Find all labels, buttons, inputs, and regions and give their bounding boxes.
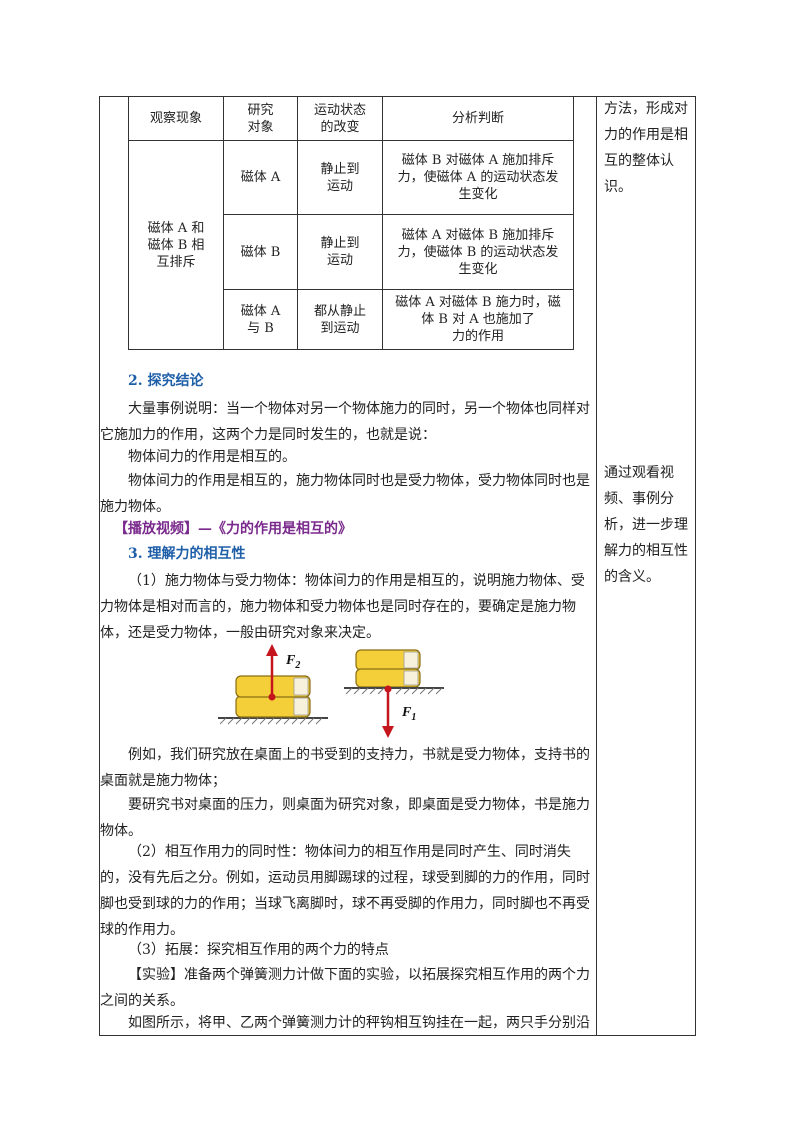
sec3-p3: 要研究书对桌面的压力，则桌面为研究对象，即桌面是受力物体，书是施力物体。 (100, 797, 590, 839)
sec3-heading: 3. 理解力的相互性 (128, 546, 246, 562)
svg-text:F2: F2 (285, 653, 300, 671)
th-change: 运动状态 的改变 (297, 96, 383, 141)
f2-label: F (285, 653, 296, 668)
row1-analysis: 磁体 B 对磁体 A 施加排斥 力，使磁体 A 的运动状态发 生变化 (382, 140, 574, 215)
left-table-hatch (219, 717, 323, 725)
row2-change: 静止到 运动 (297, 214, 383, 290)
observation-table: 观察现象 研究 对象 运动状态 的改变 分析判断 磁体 A 和 磁体 B 相 互… (128, 96, 574, 350)
sec3-p2: 例如，我们研究放在桌面上的书受到的支持力，书就是受力物体，支持书的桌面就是施力物… (100, 747, 590, 789)
side-note-2: 通过观看视频、事例分析，进一步理解力的相互性的含义。 (604, 465, 688, 585)
f1-arrow-head (382, 726, 394, 738)
sec2-p1: 大量事例说明：当一个物体对另一个物体施力的同时，另一个物体也同样对它施加力的作用… (100, 401, 590, 443)
sec2-p2: 物体间力的作用是相互的。 (128, 449, 296, 465)
row1-change: 静止到 运动 (297, 140, 383, 215)
sec3-p1: （1）施力物体与受力物体：物体间力的作用是相互的，说明施力物体、受力物体是相对而… (100, 573, 585, 641)
sec2-p3: 物体间力的作用是相互的，施力物体同时也是受力物体，受力物体同时也是施力物体。 (100, 473, 590, 515)
f2-arrow-head (266, 644, 278, 656)
svg-text:F1: F1 (401, 705, 416, 723)
phenomenon-cell: 磁体 A 和 磁体 B 相 互排斥 (128, 140, 224, 350)
sec3-p5: （3）拓展：探究相互作用的两个力的特点 (128, 942, 389, 958)
sec2-heading: 2. 探究结论 (128, 373, 204, 389)
row3-change: 都从静止 到运动 (297, 289, 383, 350)
f2-subscript: 2 (294, 660, 300, 671)
sec3-p6: 【实验】准备两个弹簧测力计做下面的实验，以拓展探究相互作用的两个力之间的关系。 (100, 967, 590, 1009)
sec3-p7: 如图所示，将甲、乙两个弹簧测力计的秤钩相互钩挂在一起，两只手分别沿 (128, 1015, 590, 1031)
row2-object: 磁体 B (223, 214, 298, 290)
side-note-1: 方法，形成对力的作用是相互的整体认识。 (604, 101, 688, 195)
f1-label: F (401, 705, 412, 720)
f2-origin-dot (268, 693, 276, 701)
right-table-hatch (345, 687, 443, 695)
row3-analysis: 磁体 A 对磁体 B 施力时，磁 体 B 对 A 也施加了 力的作用 (382, 289, 574, 350)
column-divider (596, 96, 597, 1036)
books-force-figure: F2 F1 (218, 644, 444, 738)
f1-subscript: 1 (411, 712, 416, 723)
row1-object: 磁体 A (223, 140, 298, 215)
f1-origin-dot (384, 685, 392, 693)
sec3-p4: （2）相互作用力的同时性：物体间力的相互作用是同时产生、同时消失的，没有先后之分… (100, 844, 590, 938)
th-object: 研究 对象 (223, 96, 298, 141)
th-phenomenon: 观察现象 (128, 96, 224, 141)
row3-object: 磁体 A 与 B (223, 289, 298, 350)
row2-analysis: 磁体 A 对磁体 B 施加排斥 力，使磁体 B 的运动状态发 生变化 (382, 214, 574, 290)
video-heading: 【播放视频】—《力的作用是相互的》 (114, 521, 352, 537)
th-analysis: 分析判断 (382, 96, 574, 141)
